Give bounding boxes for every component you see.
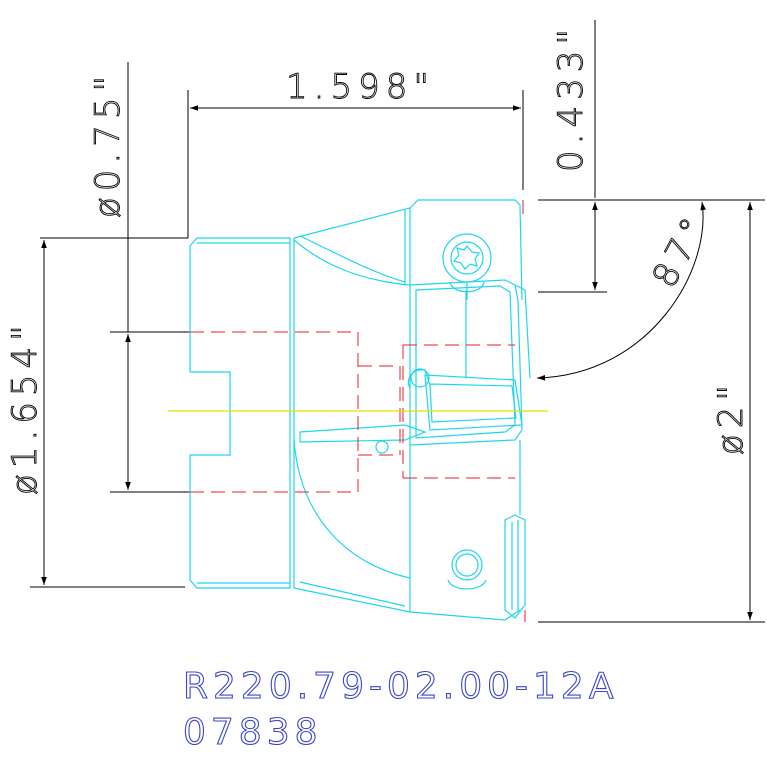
item-code: 07838 bbox=[183, 712, 323, 753]
cutting-diameter-label: ø2" bbox=[711, 379, 751, 455]
cutter-body-outline bbox=[189, 199, 531, 621]
body-diameter-label: ø1.654" bbox=[5, 319, 45, 495]
dimension-lines bbox=[30, 20, 765, 623]
overall-length-label: 1.598" bbox=[286, 67, 435, 107]
part-number: R220.79-02.00-12A bbox=[183, 666, 618, 707]
shank-diameter-label: ø0.75" bbox=[88, 70, 128, 218]
entering-angle-label: 87° bbox=[645, 206, 717, 294]
flange-height-label: 0.433" bbox=[551, 23, 591, 172]
